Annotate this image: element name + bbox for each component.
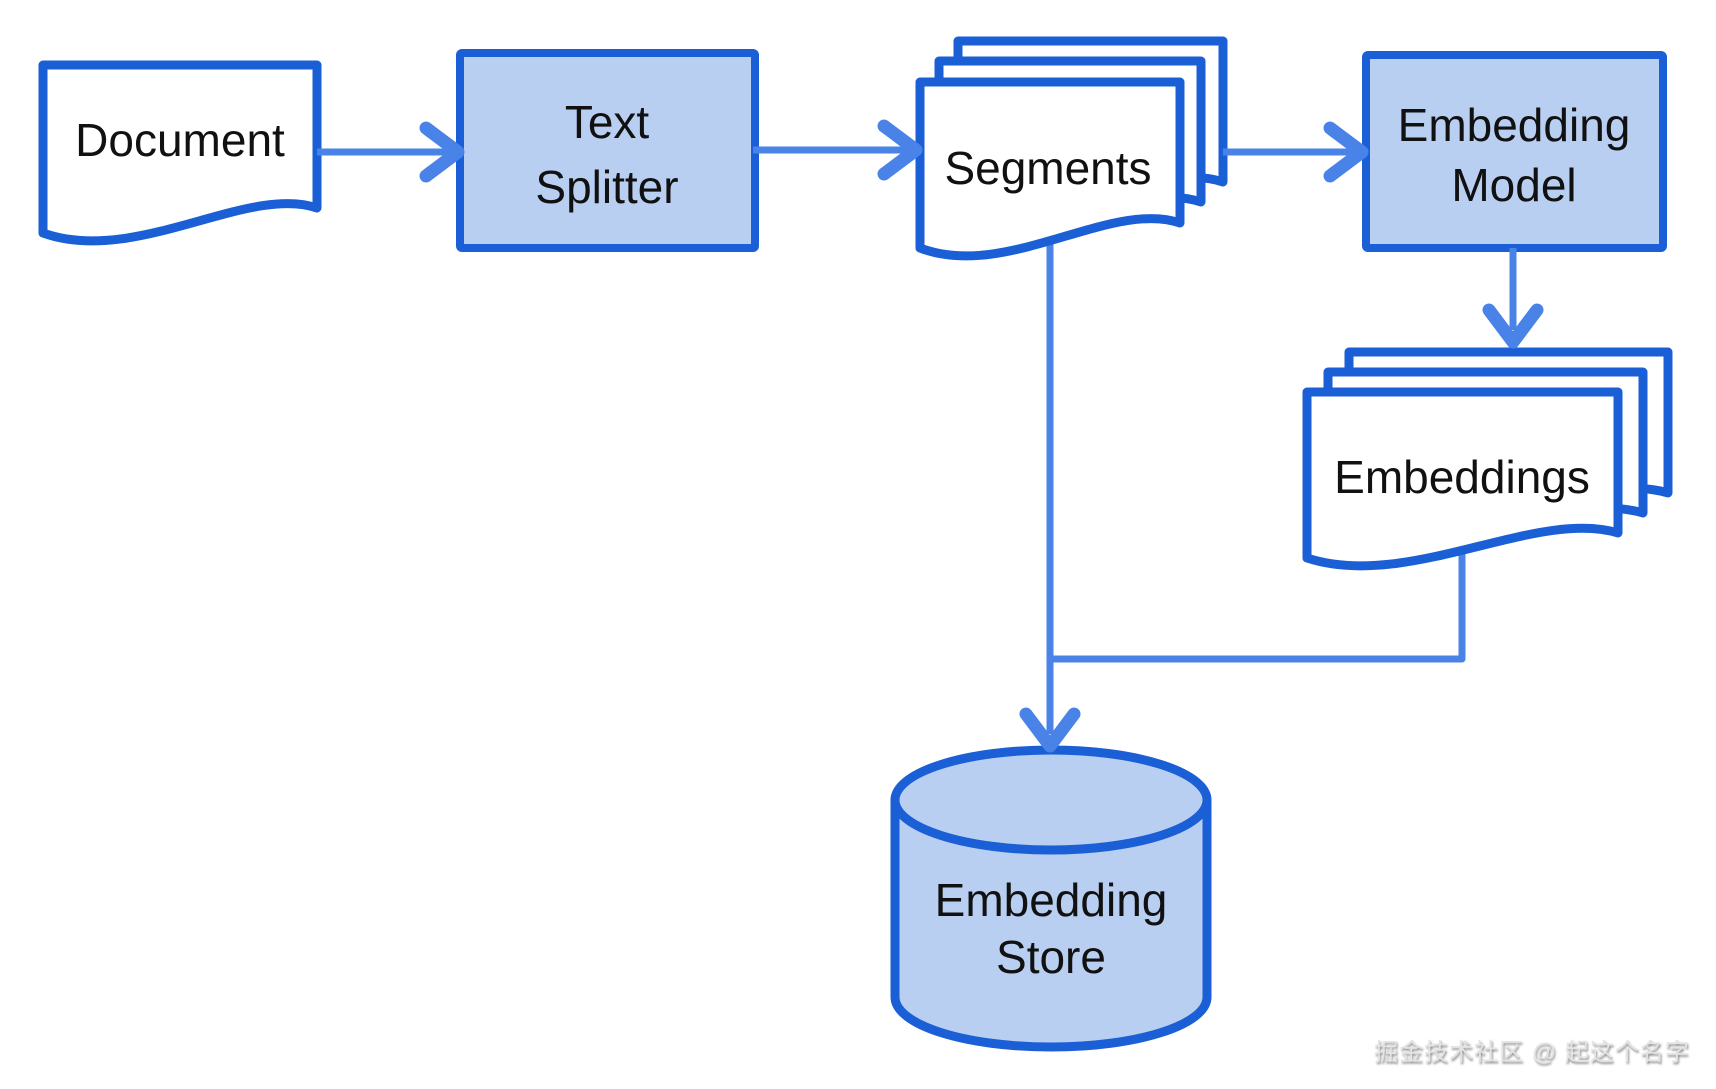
embeddings-label: Embeddings [1334,451,1590,503]
connector-embeddings-to-store [1050,528,1466,663]
arrow-document-to-text-splitter-head [419,121,465,183]
arrow-text-splitter-to-segments-head [877,119,923,181]
text-splitter-label-line1: Text [565,96,650,148]
segments-label: Segments [944,142,1151,194]
node-text-splitter: Text Splitter [456,49,759,252]
arrow-embedding-model-to-embeddings-head [1482,303,1544,349]
node-embedding-store: Embedding Store [890,745,1212,1052]
embeddings-page-front [1302,387,1623,571]
arrow-segments-to-embedding-model-head [1323,121,1369,183]
embedding-store-cylinder-body-fill [895,800,1207,1047]
document-label: Document [75,114,285,166]
text-splitter-label-line2: Splitter [535,161,678,213]
embedding-model-box [1362,51,1667,252]
segments-page-front [915,77,1185,261]
text-splitter-box [456,49,759,252]
embedding-store-label-line2: Store [996,931,1106,983]
embedding-store-label-line1: Embedding [935,874,1168,926]
embedding-model-label-line2: Model [1451,159,1576,211]
under-connectors [1046,228,1466,734]
node-embedding-model: Embedding Model [1362,51,1667,252]
embedding-store-cylinder-top [890,745,1212,855]
node-document: Document [38,60,322,246]
document-shape [38,60,322,246]
arrow-into-embedding-store-head [1019,707,1081,753]
embedding-model-label-line1: Embedding [1398,99,1631,151]
embedding-store-cylinder-body-outline [890,795,1212,1052]
watermark-text: 掘金技术社区 @ 起这个名字 [1374,1039,1690,1066]
node-segments: Segments [915,36,1228,261]
arrows [317,119,1544,753]
node-embeddings: Embeddings [1302,347,1673,571]
